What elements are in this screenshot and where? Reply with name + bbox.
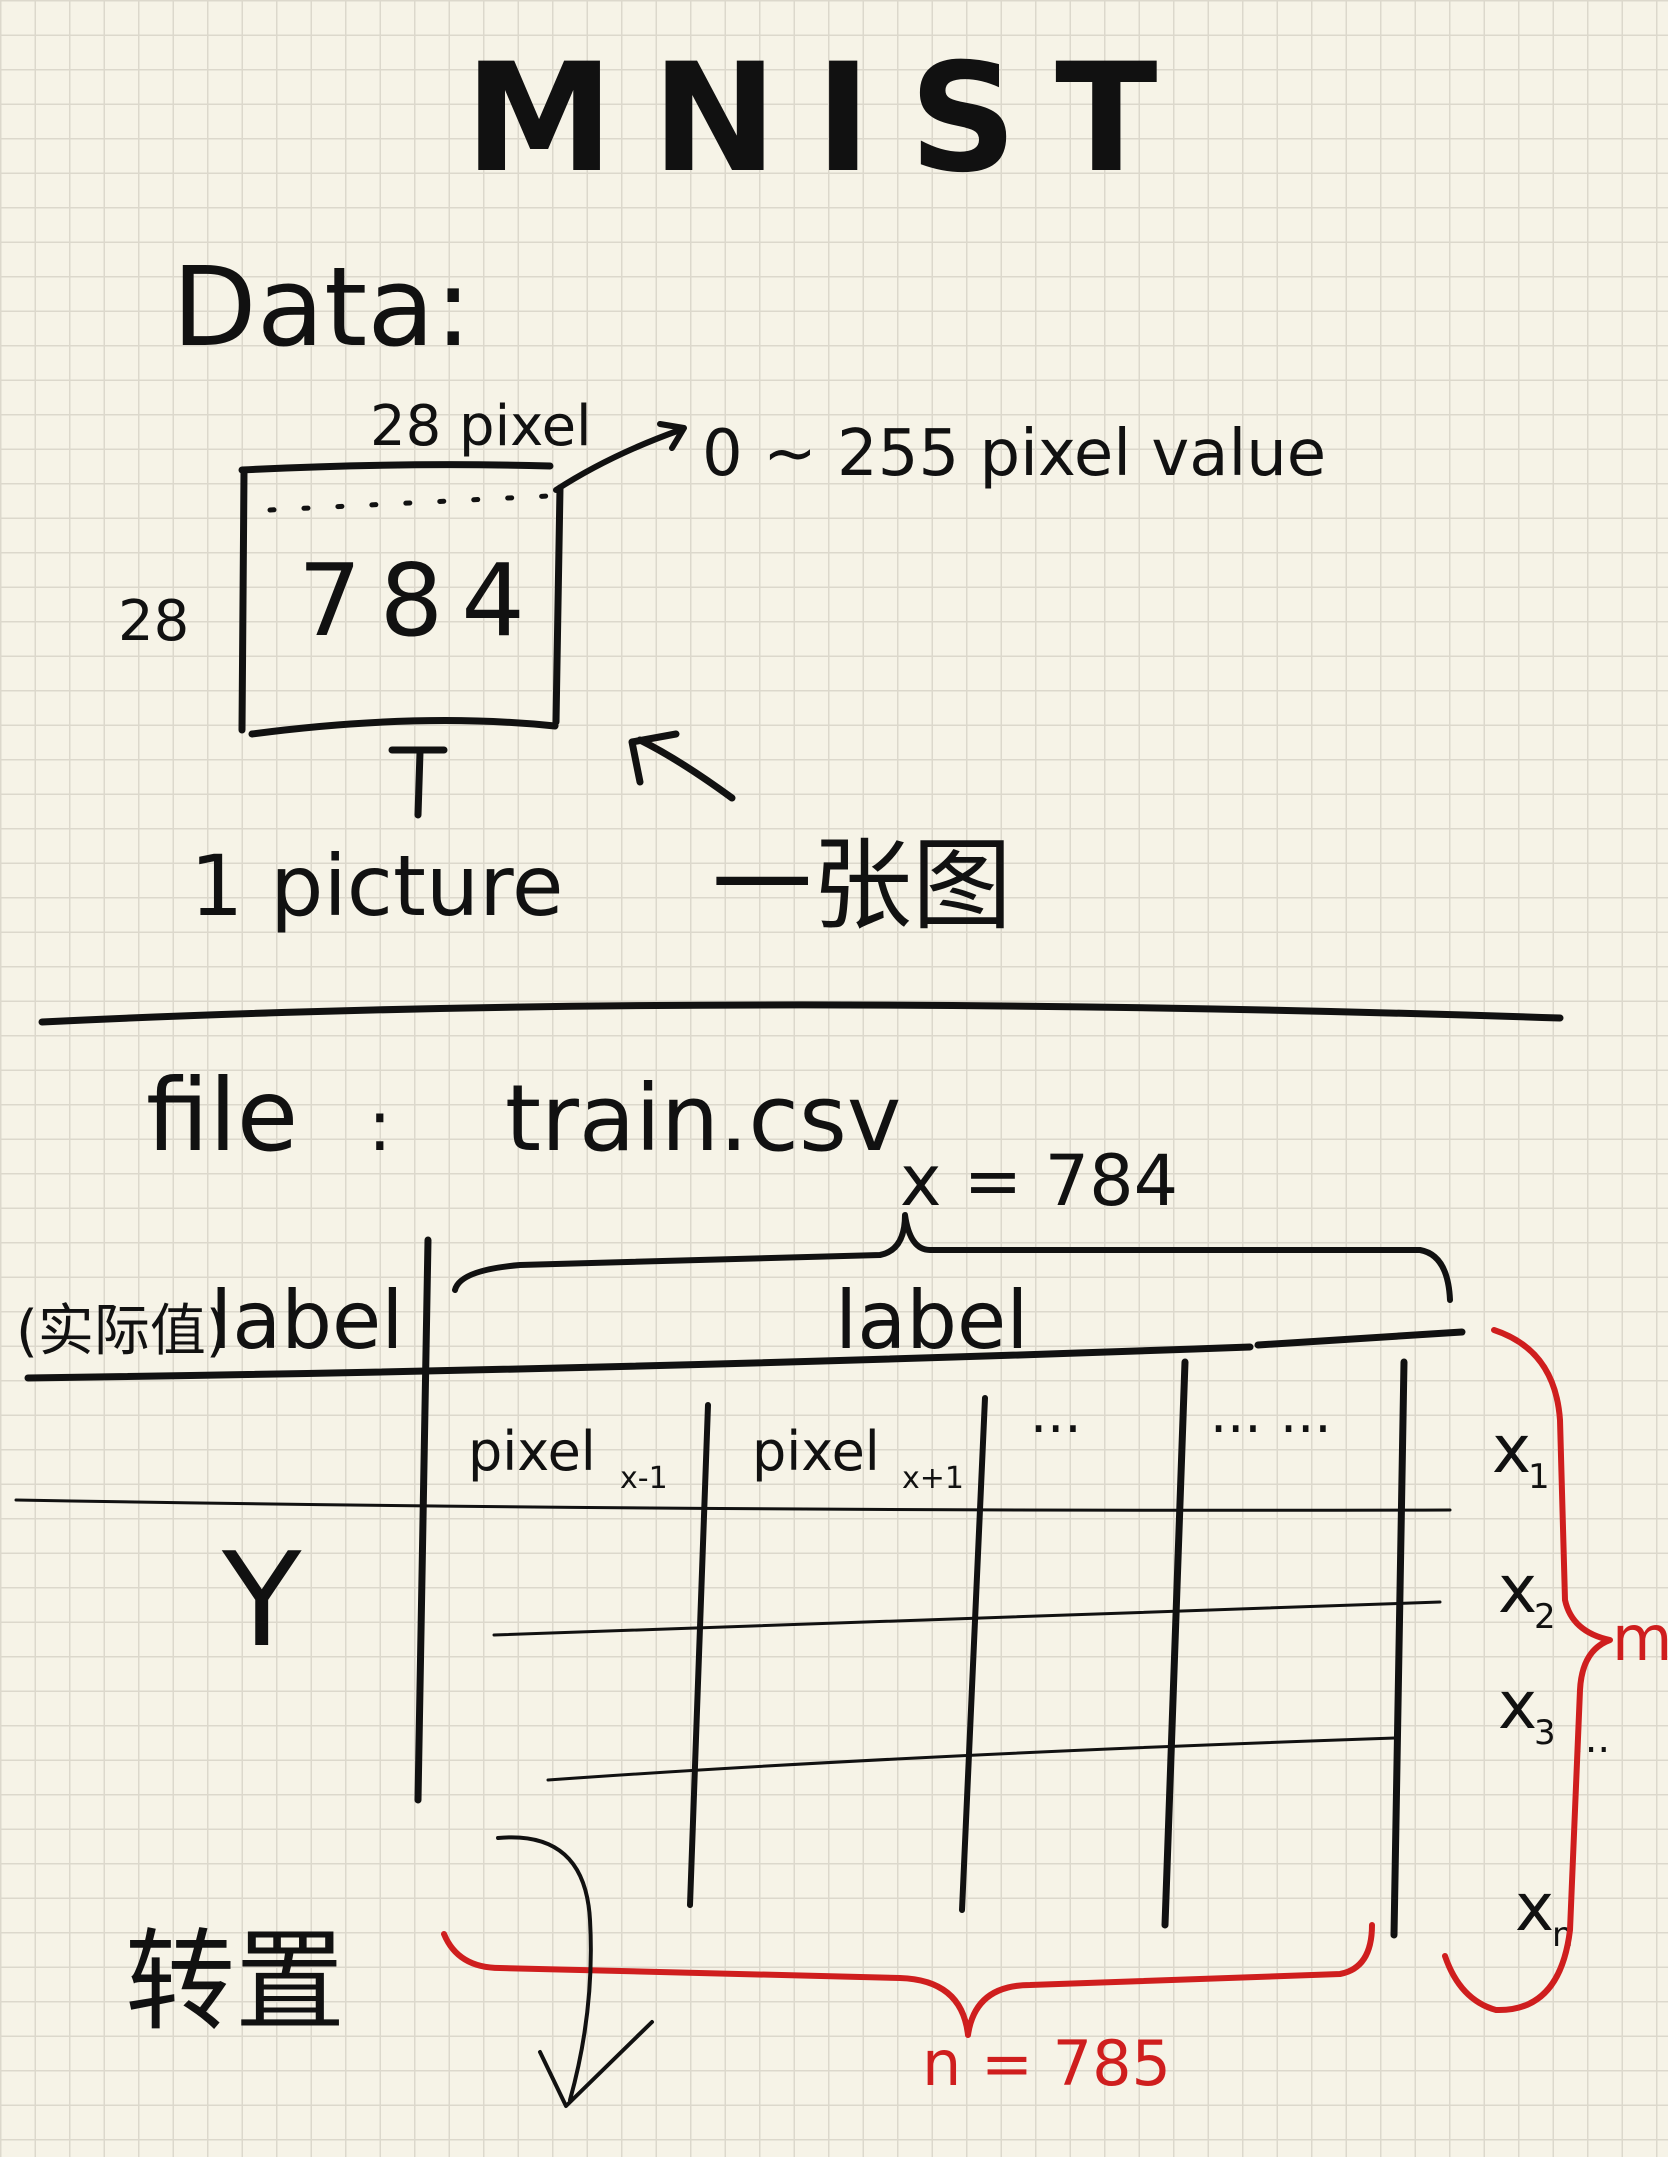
transpose-arrow: [496, 1835, 654, 2108]
col-header-5: ...: [1280, 1382, 1332, 1445]
box-dotted-row: [267, 493, 551, 513]
row-var-n: x: [1515, 1869, 1554, 1946]
table-divider-main: [414, 1236, 432, 1804]
right-header: label: [835, 1274, 1028, 1367]
x-equals-label: x = 784: [900, 1140, 1178, 1222]
table-col-line-4: [1390, 1358, 1408, 1939]
row-sub-1: 1: [1528, 1457, 1550, 1497]
file-label: file: [146, 1057, 298, 1174]
y-label: Y: [221, 1524, 302, 1676]
pixel-value-note: 0 ~ 255 pixel value: [702, 417, 1326, 491]
picture-arrow: [388, 746, 448, 819]
col-header-1-sub: x-1: [620, 1461, 668, 1496]
row-sub-2: 2: [1534, 1597, 1556, 1637]
file-colon: :: [368, 1085, 392, 1167]
picture-label-cn: 一张图: [712, 827, 1012, 944]
section-divider: [38, 1001, 1564, 1026]
x-brace: [452, 1212, 1453, 1303]
row-var-1: x: [1492, 1411, 1531, 1488]
row-var-3: x: [1498, 1667, 1537, 1744]
width-label: 28 pixel: [370, 394, 592, 459]
n-label: n = 785: [922, 2027, 1171, 2100]
col-header-2-sub: x+1: [902, 1461, 964, 1496]
table-row-line-3: [546, 1736, 1397, 1782]
image-box: [238, 468, 564, 738]
pixel-value-arrow: [553, 421, 687, 493]
picture-label: 1 picture: [190, 837, 564, 935]
left-header-cn: (实际值): [16, 1299, 228, 1364]
box-top-bar: [238, 461, 554, 474]
table-row-line-2: [492, 1600, 1442, 1637]
col-header-4: ...: [1210, 1382, 1262, 1445]
file-name: train.csv: [505, 1065, 901, 1172]
col-header-2: pixel: [752, 1420, 880, 1483]
col-header-3: ...: [1030, 1382, 1082, 1445]
box-value: 784: [298, 542, 543, 659]
n-brace: [441, 1922, 1375, 2038]
table-col-line-3: [1161, 1358, 1189, 1929]
data-heading: Data:: [172, 243, 472, 371]
row-sub-3: 3: [1534, 1713, 1556, 1753]
page-title: MNIST: [465, 32, 1196, 206]
table-row-line-1: [14, 1498, 1452, 1512]
m-label: m: [1612, 1602, 1668, 1675]
table-col-line-2: [959, 1395, 988, 1913]
col-header-1: pixel: [468, 1420, 596, 1483]
row-var-2: x: [1498, 1551, 1537, 1628]
header-underline: [24, 1328, 1466, 1382]
left-header: label: [210, 1274, 403, 1367]
height-label: 28: [118, 589, 189, 654]
transpose-label: 转置: [125, 1918, 345, 2046]
m-brace: [1442, 1327, 1613, 2014]
cn-picture-arrow: [628, 730, 736, 802]
table-col-line-1: [687, 1402, 711, 1908]
